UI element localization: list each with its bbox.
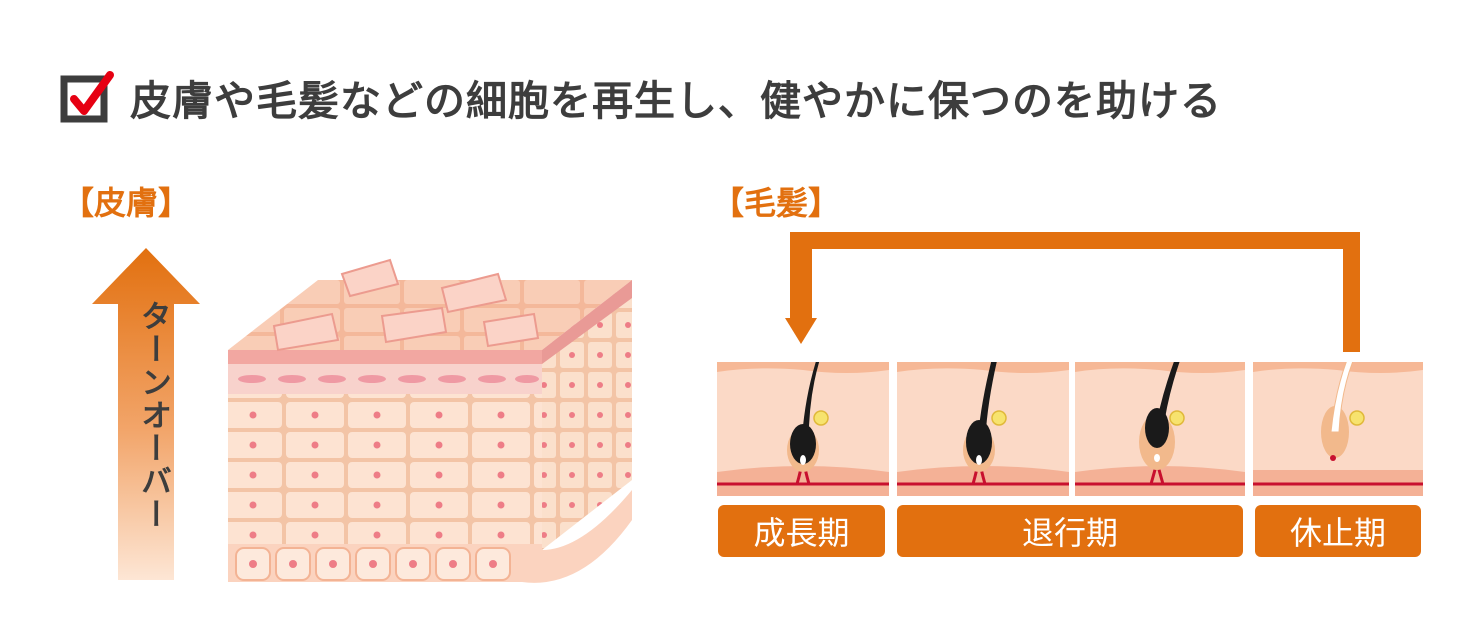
page-title: 皮膚や毛髪などの細胞を再生し、健やかに保つのを助ける xyxy=(130,77,1222,125)
phase-growth-label: 成長期 xyxy=(718,505,885,557)
skin-section-label: 【皮膚】 xyxy=(62,184,191,222)
phase-regression-label: 退行期 xyxy=(897,505,1243,557)
phase-resting-label: 休止期 xyxy=(1255,505,1421,557)
turnover-label: ターンオーバー xyxy=(135,300,171,531)
up-arrow-icon xyxy=(92,248,200,580)
cycle-arrow-icon xyxy=(785,232,1360,352)
checkbox-checked-icon xyxy=(60,71,114,123)
title-row: 皮膚や毛髪などの細胞を再生し、健やかに保つのを助ける xyxy=(60,62,1222,132)
hair-cycle-illustration xyxy=(717,362,1423,496)
hair-section-label: 【毛髪】 xyxy=(712,184,841,222)
skin-layers-illustration xyxy=(228,258,632,583)
